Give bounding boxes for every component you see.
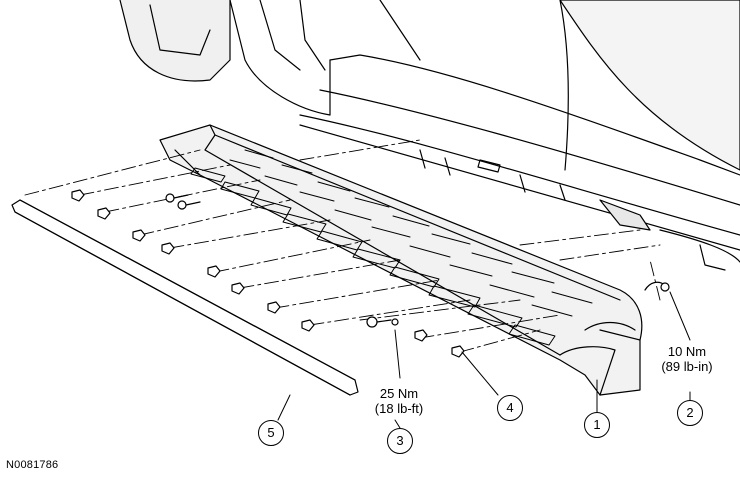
running-board xyxy=(159,124,643,396)
torque-metric: 10 Nm xyxy=(667,344,707,359)
callout-4: 4 xyxy=(497,395,523,421)
callout-5: 5 xyxy=(258,420,284,446)
torque-metric: 25 Nm xyxy=(379,386,419,401)
callout-3: 3 xyxy=(387,428,413,454)
torque-spec-callout-2: 10 Nm (89 lb-in) xyxy=(652,344,722,374)
callout-1: 1 xyxy=(584,412,610,438)
trim-molding xyxy=(11,199,359,396)
vehicle-body xyxy=(119,0,740,271)
running-board-nuts xyxy=(165,193,399,328)
bracket-bolt xyxy=(644,281,670,292)
diagram-id: N0081786 xyxy=(6,459,59,471)
push-pin-retainers xyxy=(71,189,465,358)
torque-imperial: (89 lb-in) xyxy=(661,359,713,374)
callout-2: 2 xyxy=(677,400,703,426)
torque-spec-callout-3: 25 Nm (18 lb-ft) xyxy=(360,386,438,416)
torque-imperial: (18 lb-ft) xyxy=(374,401,424,416)
